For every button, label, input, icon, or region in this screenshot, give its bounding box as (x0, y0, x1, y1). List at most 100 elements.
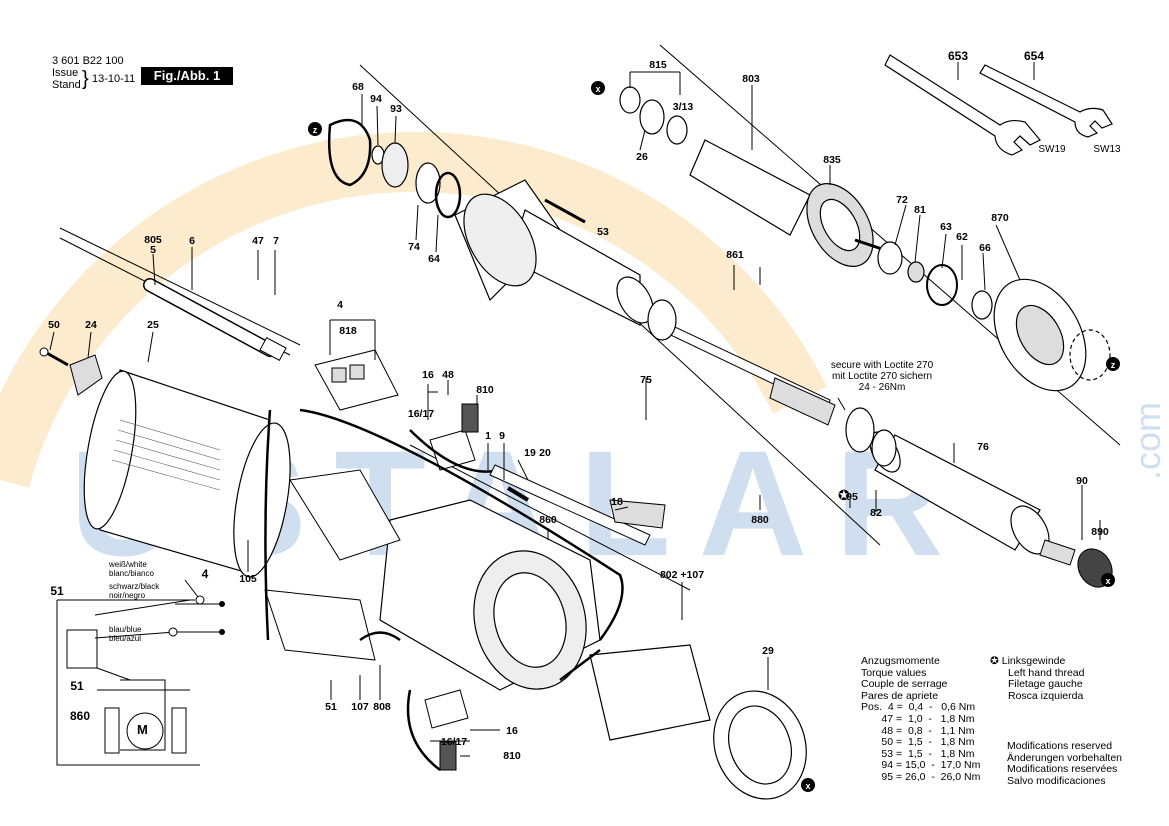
gear-housing (454, 179, 654, 326)
marker-z-2 (1106, 357, 1120, 371)
wiring-schematic (56, 579, 225, 766)
callout-label: 880 (751, 514, 769, 526)
brush-holder-upper (429, 403, 479, 471)
rear-housing (83, 369, 291, 578)
callout-label: 26 (636, 151, 648, 163)
left-hand-text: Rosca izquierda (1008, 689, 1084, 702)
callout-label: 4 (337, 299, 343, 311)
wire-label-white: weiß/white blanc/bianco (109, 560, 154, 578)
motor-symbol: M (137, 722, 148, 737)
callout-label: 75 (640, 374, 652, 386)
date: 13-10-11 (92, 73, 136, 85)
callout-label: 74 (408, 241, 420, 253)
callout-label: 29 (762, 645, 774, 657)
wire-label-black: schwarz/black noir/negro (109, 582, 159, 600)
mounting-frame (264, 469, 401, 661)
wire-label-line: weiß/white (109, 560, 147, 569)
callout-label: 72 (896, 194, 908, 206)
callout-label: 9 (499, 430, 505, 442)
marker-x-2-label: x (805, 781, 810, 791)
callout-label: 66 (979, 242, 991, 254)
callout-label: 19 (524, 447, 536, 459)
wire-label-line: noir/negro (109, 590, 146, 600)
loctite-note: secure with Loctite 270 mit Loctite 270 … (822, 360, 942, 393)
callout-label: 808 (373, 701, 391, 713)
torque-row: 94 = 15,0 - 17,0 Nm (861, 759, 981, 772)
torque-row: 47 = 1,0 - 1,8 Nm (861, 712, 975, 725)
marker-x-3 (1101, 573, 1115, 587)
cover-plate (69, 354, 103, 396)
callout-label: 68 (352, 81, 364, 93)
wire-label-blue: blau/blue bleu/azul (109, 625, 142, 643)
power-cord (143, 278, 287, 362)
callout-label: 805 (144, 234, 162, 246)
callout-label: 25 (147, 319, 159, 331)
callout-label: 64 (428, 253, 440, 265)
torque-table: Anzugsmomente Torque values Couple de se… (861, 655, 981, 784)
callout-label: 76 (977, 441, 989, 453)
torque-heading: Torque values (861, 666, 927, 679)
callout-label: 860 (70, 709, 90, 723)
callout-label: 18 (611, 496, 623, 508)
left-hand-text: Left hand thread (1008, 666, 1085, 679)
callout-label: 24 (85, 319, 97, 331)
screw-53 (544, 198, 586, 224)
bearing-flange (993, 278, 1087, 392)
torque-row: 50 = 1,5 - 1,8 Nm (861, 736, 975, 749)
brush-holder-lower (424, 689, 469, 771)
callout-label: 20 (539, 447, 551, 459)
bearings (328, 86, 1111, 467)
star-icon: ✪ (990, 655, 999, 667)
callout-label: 93 (390, 103, 402, 115)
callout-label: 6 (189, 235, 195, 247)
callout-label: 802 +107 (660, 569, 704, 581)
callout-leaders (49, 62, 1101, 757)
torque-row: Pos. 4 = 0,4 - 0,6 Nm (861, 701, 976, 714)
wire-label-line: bleu/azul (109, 633, 142, 643)
callout-label: 5 (150, 244, 156, 256)
modifications-note: Modifications reserved Änderungen vorbeh… (1007, 740, 1123, 787)
torque-row: 53 = 1,5 - 1,8 Nm (861, 747, 975, 760)
stand-label: Stand (52, 79, 81, 91)
modifications-line: Änderungen vorbehalten (1007, 751, 1123, 764)
torque-heading: Anzugsmomente (861, 655, 940, 667)
wrench-sw13 (979, 64, 1113, 138)
callout-label: 3/13 (673, 101, 694, 113)
callout-label: 82 (870, 507, 882, 519)
callout-label: 818 (339, 325, 357, 337)
callout-label: 62 (956, 231, 968, 243)
callout-label: 16 (506, 725, 518, 737)
callout-label: 48 (442, 369, 454, 381)
marker-x-2 (801, 778, 815, 792)
callout-label: 4 (202, 567, 209, 581)
switch-assembly (314, 349, 399, 411)
callout-label: SW13 (1093, 144, 1121, 155)
marker-z-1 (308, 122, 322, 136)
callout-label: 803 (742, 73, 760, 85)
wiring (264, 408, 624, 771)
callout-label: 890 (1091, 526, 1109, 538)
callout-label: 107 (351, 701, 369, 713)
callout-label: 51 (325, 701, 337, 713)
marker-z-2-label: z (1111, 360, 1116, 370)
torque-row: 48 = 0,8 - 1,1 Nm (861, 724, 975, 737)
marker-x-1-label: x (595, 84, 600, 94)
modifications-line: Modifications reservées (1007, 763, 1118, 776)
watermark-suffix: .com (1127, 402, 1168, 480)
callout-label: 50 (48, 319, 60, 331)
callout-label: 81 (914, 204, 926, 216)
modifications-line: Modifications reserved (1007, 740, 1113, 752)
screw-50 (39, 347, 69, 367)
figure-label: Fig./Abb. 1 (141, 67, 233, 85)
left-hand-thread-legend: ✪ Linksgewinde Left hand thread Filetage… (990, 655, 1085, 702)
left-hand-text: Filetage gauche (1008, 678, 1083, 691)
loctite-note-line: secure with Loctite 270 (830, 360, 934, 371)
callout-label: 95 (846, 491, 858, 503)
armature (689, 139, 901, 268)
callout-label: 1 (485, 430, 491, 442)
issue-label: Issue (52, 67, 79, 79)
callout-label: 47 (252, 235, 264, 247)
callout-label: 870 (991, 212, 1009, 224)
